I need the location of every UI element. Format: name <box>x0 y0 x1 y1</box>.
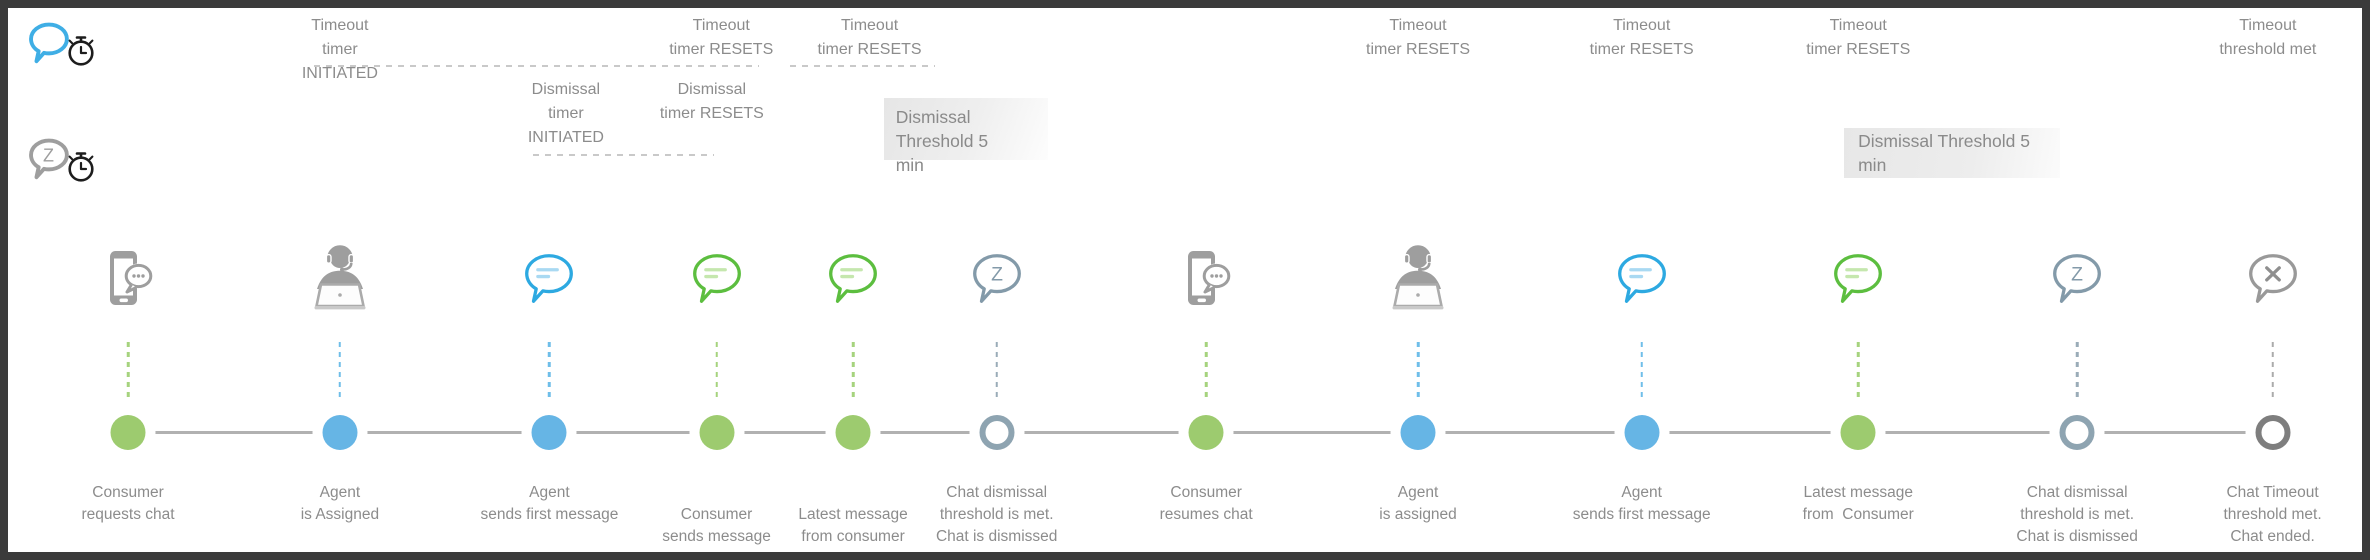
timeline-event-dot <box>1400 415 1436 450</box>
chat-bubble-green-icon <box>1827 236 1889 320</box>
timeline-event-label: Chat dismissal threshold is met. Chat is… <box>2016 484 2138 545</box>
timeline-event-label: Agent is assigned <box>1379 484 1457 523</box>
dismissal-timer-dashed-line <box>532 154 715 156</box>
timeout-timer-annotation: Timeout timer RESETS <box>1806 17 1911 58</box>
chat-bubble-blue-icon <box>518 236 580 320</box>
timeline-event-label: Consumer resumes chat <box>1159 484 1253 523</box>
timeline-event-dashed-line <box>1856 342 1860 398</box>
smartphone-chat-icon <box>1174 236 1238 320</box>
dismissal-timer-annotation: Dismissal timer INITIATED <box>527 81 604 146</box>
timeout-timer-dashed-line <box>314 65 759 67</box>
timeline-event-dashed-line <box>2271 342 2274 398</box>
chat-bubble-z-icon: Z <box>2046 236 2108 320</box>
chat-bubble-x-icon <box>2242 236 2304 320</box>
dismissal-threshold-box: Dismissal Threshold 5 min <box>1844 128 2061 178</box>
dismissal-threshold-box: Dismissal Threshold 5 min <box>883 98 1048 175</box>
timeline-event-dot <box>1840 415 1876 450</box>
timeline-event-dashed-line <box>1416 342 1420 398</box>
chat-bubble-green-icon <box>686 236 748 320</box>
timeline-event-dot <box>1624 415 1660 450</box>
timeline-event-dashed-line <box>995 342 998 398</box>
timeout-timer-dashed-line <box>789 65 936 67</box>
chat-bubble-z-icon: Z <box>966 236 1028 320</box>
timeline-event-dashed-line <box>2075 342 2079 398</box>
timeout-timer-annotation: Timeout timer RESETS <box>817 17 922 58</box>
timeline-event-dot <box>110 415 146 450</box>
timeout-timer-legend-icon <box>20 14 108 81</box>
timeout-timer-annotation: Timeout timer RESETS <box>669 17 774 58</box>
dismissal-threshold-label: Dismissal Threshold 5 min <box>895 107 989 175</box>
timeline-event-label: Agent sends first message <box>1572 484 1711 523</box>
timeline-event-label: Consumer requests chat <box>81 484 175 523</box>
svg-text:Z: Z <box>991 263 1003 285</box>
agent-headset-icon <box>302 236 378 320</box>
timeline-event-dot <box>979 415 1015 450</box>
timeline-event-dot <box>699 415 735 450</box>
timeline-event-dot <box>322 415 358 450</box>
timeline-event-dot <box>835 415 871 450</box>
timeline-event-label: Chat dismissal threshold is met. Chat is… <box>935 484 1058 545</box>
dismissal-threshold-label: Dismissal Threshold 5 min <box>1858 131 2035 175</box>
timeline-event-label: Chat Timeout threshold met. Chat ended. <box>2223 484 2322 545</box>
dismissal-timer-legend-icon: Z <box>20 130 108 197</box>
timeline-event-dashed-line <box>715 342 718 398</box>
timeline-event-dot <box>2059 415 2095 450</box>
timeline-event-dashed-line <box>548 342 551 398</box>
timeline-event-label: Agent sends first message <box>480 484 619 523</box>
timeline-event-dot <box>2255 415 2291 450</box>
timeline-event-label: Latest message from Consumer <box>1802 484 1914 523</box>
timeout-timer-annotation: Timeout timer INITIATED <box>301 17 378 82</box>
chat-bubble-green-icon <box>822 236 884 320</box>
agent-headset-icon <box>1380 236 1456 320</box>
timeout-timer-annotation: Timeout timer RESETS <box>1589 17 1694 58</box>
smartphone-chat-icon <box>96 236 160 320</box>
timeline-event-dashed-line <box>851 342 855 398</box>
timeline-event-dashed-line <box>126 342 130 398</box>
timeline-event-label: Agent is Assigned <box>300 484 380 523</box>
timeline-event-dashed-line <box>1640 342 1643 398</box>
timeline-event-dot <box>531 415 567 450</box>
timeout-timer-annotation: Timeout timer RESETS <box>1366 17 1471 58</box>
timeline-event-dashed-line <box>338 342 342 398</box>
svg-text:Z: Z <box>43 146 54 166</box>
timeline-event-label: Latest message from consumer <box>798 506 908 545</box>
timeline-event-label: Consumer sends message <box>662 506 771 545</box>
chat-bubble-blue-icon <box>1611 236 1673 320</box>
timeline-event-dot <box>1188 415 1224 450</box>
dismissal-timer-annotation: Dismissal timer RESETS <box>659 81 764 122</box>
timeline-event-dashed-line <box>1204 342 1208 398</box>
timeout-timer-annotation: Timeout threshold met <box>2219 17 2317 58</box>
svg-text:Z: Z <box>2071 263 2083 285</box>
